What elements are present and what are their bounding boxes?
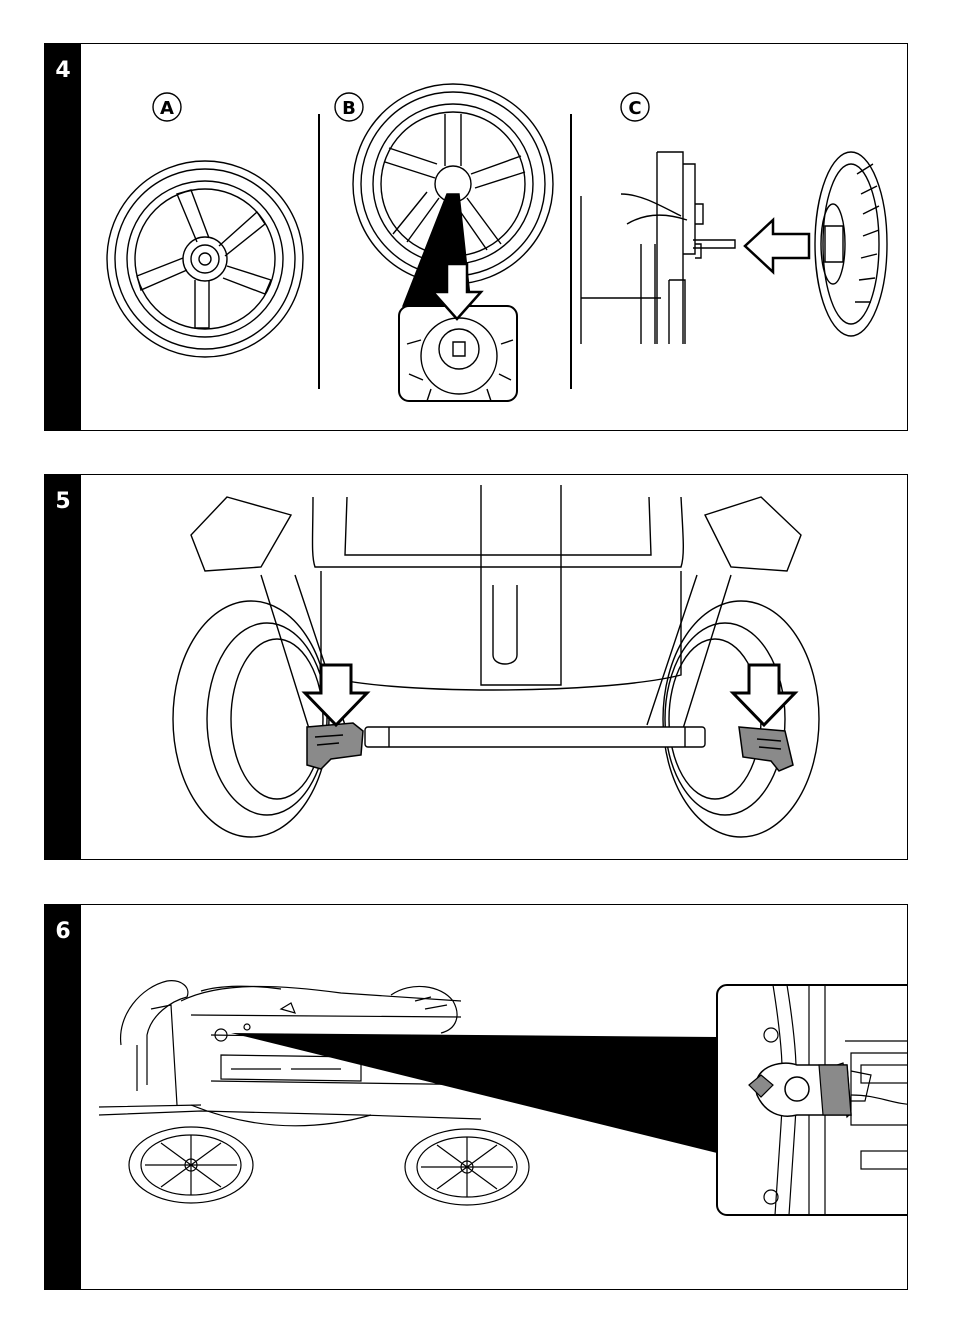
rear-axle <box>365 727 705 747</box>
step-4-panel: 4 <box>44 43 908 431</box>
step-5-panel: 5 <box>44 474 908 860</box>
stroller-body <box>191 485 801 735</box>
arrow-down-left <box>305 665 367 725</box>
step-5-illustration <box>81 475 907 858</box>
sub-a-label: A <box>160 98 174 119</box>
step-5-number: 5 <box>45 489 81 514</box>
detail-lock <box>717 985 907 1215</box>
sub-b-label: B <box>342 98 356 119</box>
callout-wedge-6 <box>231 1033 717 1153</box>
tire-c <box>815 152 887 336</box>
rear-wheel-folded <box>405 1129 529 1205</box>
frame-c <box>581 152 735 344</box>
step-5-strip: 5 <box>45 475 81 859</box>
arrow-left-c <box>745 220 809 272</box>
step-4-number: 4 <box>45 58 81 83</box>
front-wheel-folded <box>129 1127 253 1203</box>
detail-b <box>399 306 517 401</box>
left-brake-pedal <box>307 723 363 769</box>
step-6-panel: 6 <box>44 904 908 1290</box>
arrow-down-right <box>733 665 795 725</box>
step-4-strip: 4 <box>45 44 81 430</box>
step-6-number: 6 <box>45 919 81 944</box>
wheel-a <box>107 161 303 357</box>
sub-c-label: C <box>628 98 641 119</box>
right-brake-pedal <box>739 727 793 771</box>
step-6-illustration <box>81 905 907 1288</box>
step-4-illustration: A B C <box>81 44 907 429</box>
step-6-strip: 6 <box>45 905 81 1289</box>
